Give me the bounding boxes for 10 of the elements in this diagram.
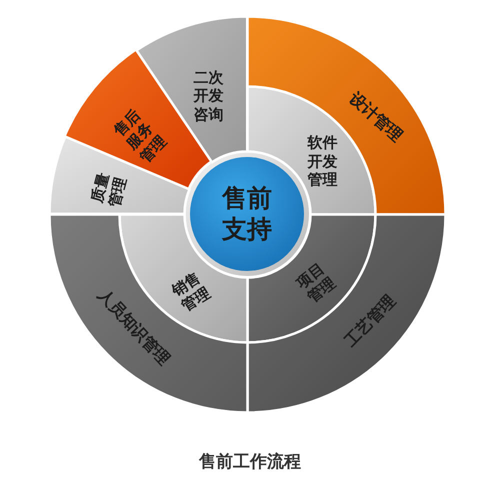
sector-label: 二次开发咨询 (194, 68, 224, 124)
sector-label: 软件开发管理 (307, 134, 338, 189)
sector-label: 销售管理 (168, 268, 213, 316)
sector-label: 项目管理 (293, 260, 340, 307)
sector-label: 设计管理 (346, 88, 407, 146)
sector-label: 售后服务管理 (110, 106, 170, 166)
caption: 售前工作流程 (198, 451, 302, 473)
sector-label: 工艺管理 (340, 291, 400, 351)
center-label: 售前支持 (222, 184, 272, 244)
sector-label: 质量管理 (88, 170, 131, 209)
